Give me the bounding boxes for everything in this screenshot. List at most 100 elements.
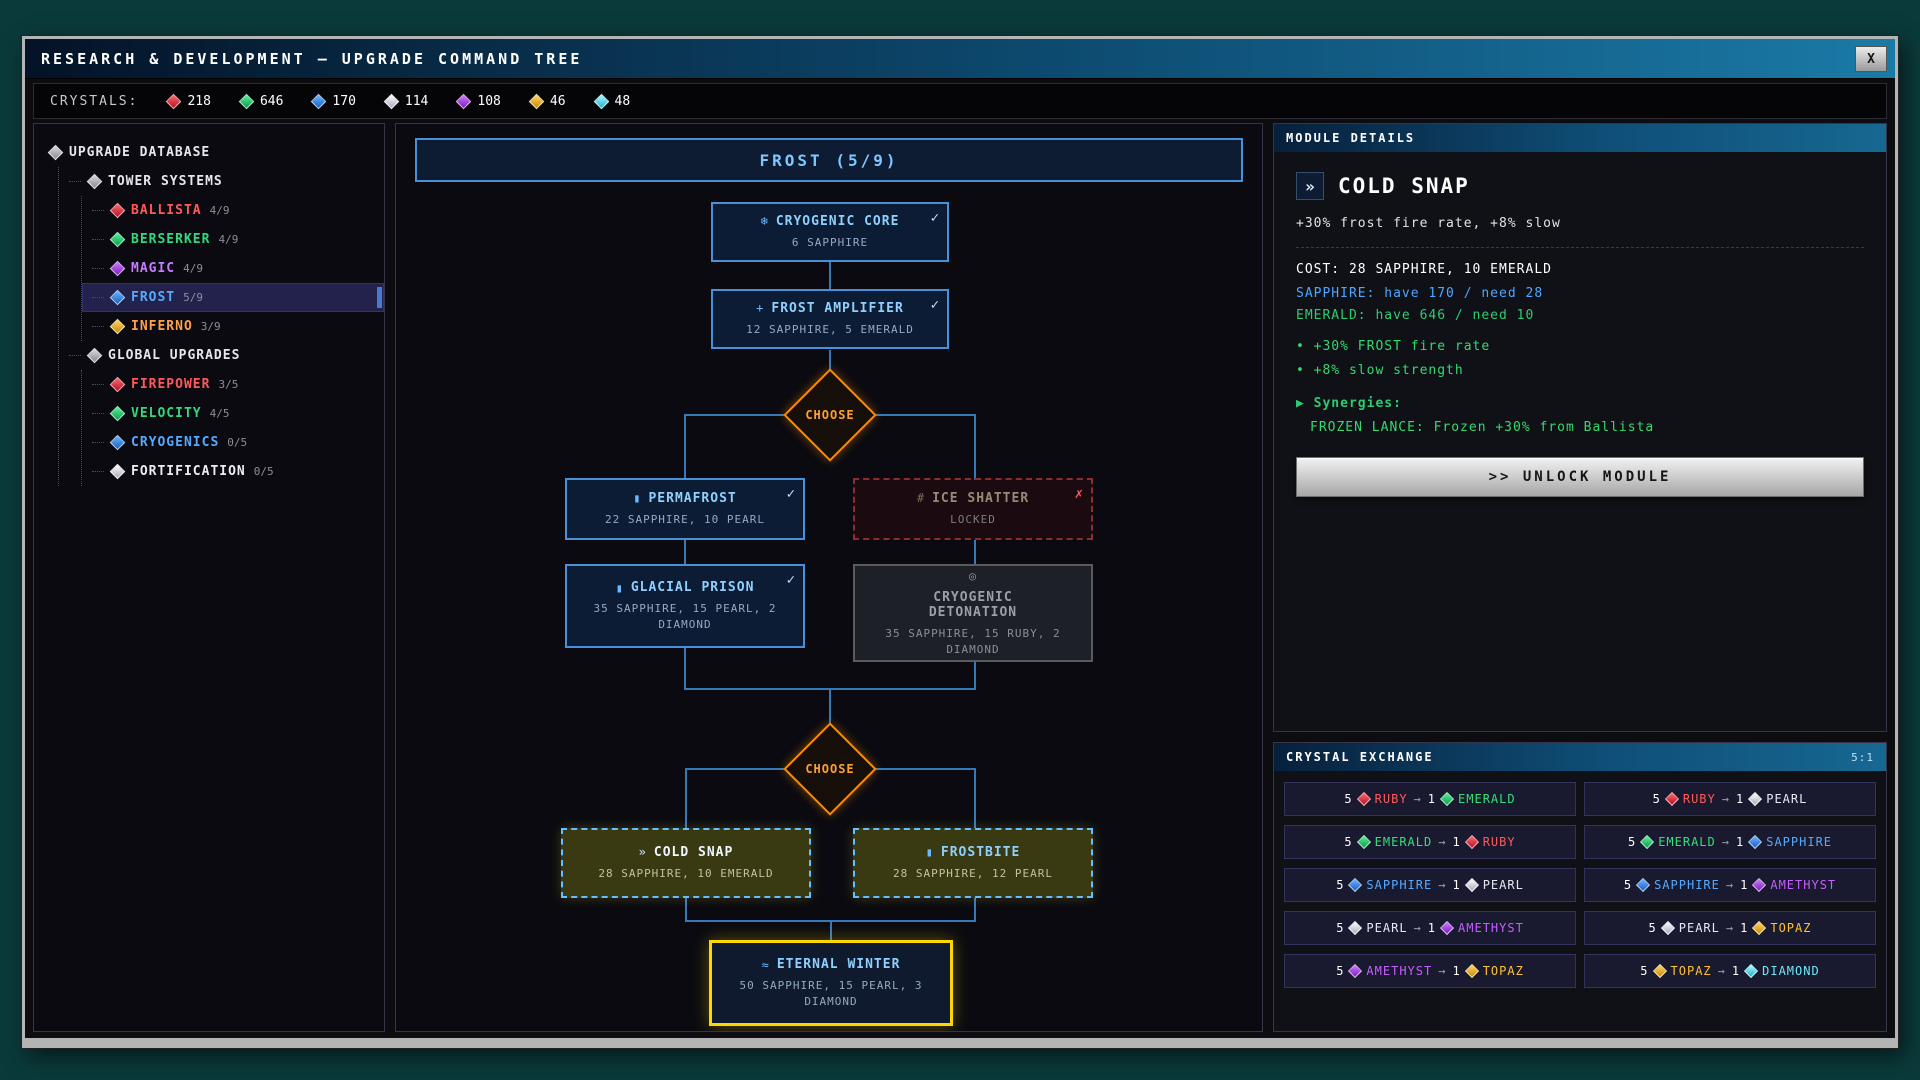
gem-icon (48, 145, 64, 161)
sidebar-item-berserker[interactable]: BERSERKER 4/9 (82, 225, 384, 254)
ruby-icon (166, 93, 182, 109)
sapphire-icon (110, 290, 126, 306)
upgrade-tree-panel: FROST (5/9) (395, 123, 1263, 1032)
node-cryogenic-detonation[interactable]: ◎ CRYOGENIC DETONATION 35 SAPPHIRE, 15 R… (853, 564, 1093, 662)
item-progress: 3/9 (201, 320, 221, 333)
from-crystal: RUBY (1375, 792, 1408, 806)
sidebar-item-fortification[interactable]: FORTIFICATION 0/5 (82, 457, 384, 486)
tree-connector (685, 898, 687, 922)
sapphire-count: 170 (332, 94, 355, 109)
emerald-have-need-line: EMERALD: have 646 / need 10 (1296, 308, 1864, 323)
item-label: CRYOGENICS (131, 435, 219, 450)
emerald-icon (110, 232, 126, 248)
node-ice-shatter[interactable]: # ICE SHATTER LOCKED ✗ (853, 478, 1093, 540)
tree-canvas: FROST (5/9) (395, 124, 1263, 1031)
from-qty: 5 (1628, 835, 1636, 849)
node-glacial-prison[interactable]: ▮ GLACIAL PRISON 35 SAPPHIRE, 15 PEARL, … (565, 564, 805, 648)
node-cost: 28 SAPPHIRE, 12 PEARL (893, 866, 1053, 881)
to-qty: 1 (1736, 792, 1744, 806)
sidebar-item-frost[interactable]: FROST 5/9 (82, 283, 384, 312)
node-permafrost[interactable]: ▮ PERMAFROST 22 SAPPHIRE, 10 PEARL ✓ (565, 478, 805, 540)
ice-block-icon: ▮ (633, 491, 641, 505)
node-cold-snap[interactable]: » COLD SNAP 28 SAPPHIRE, 10 EMERALD (561, 828, 811, 898)
exchange-offer-emerald-sapphire[interactable]: 5 EMERALD → 1 SAPPHIRE (1584, 825, 1876, 859)
gem-icon (87, 348, 103, 364)
cross-icon: ✗ (1075, 486, 1083, 502)
sidebar-item-velocity[interactable]: VELOCITY 4/5 (82, 399, 384, 428)
from-qty: 5 (1624, 878, 1632, 892)
sidebar-item-inferno[interactable]: INFERNO 3/9 (82, 312, 384, 341)
arrow-icon: → (1722, 792, 1730, 806)
pearl-icon (1348, 921, 1362, 935)
to-crystal: SAPPHIRE (1766, 835, 1832, 849)
group-label: GLOBAL UPGRADES (108, 348, 240, 363)
pearl-icon (1465, 878, 1479, 892)
node-cost: 12 SAPPHIRE, 5 EMERALD (746, 322, 914, 337)
crystals-label: CRYSTALS: (50, 94, 138, 109)
tree-connector (684, 648, 686, 690)
from-crystal: EMERALD (1658, 835, 1716, 849)
node-cost: 35 SAPPHIRE, 15 PEARL, 2 DIAMOND (590, 601, 780, 632)
node-frost-amplifier[interactable]: + FROST AMPLIFIER 12 SAPPHIRE, 5 EMERALD… (711, 289, 949, 349)
sidebar-group-tower-systems[interactable]: TOWER SYSTEMS (59, 167, 384, 196)
close-button[interactable]: X (1855, 46, 1887, 72)
pearl-count: 114 (405, 94, 428, 109)
exchange-offer-pearl-amethyst[interactable]: 5 PEARL → 1 AMETHYST (1284, 911, 1576, 945)
exchange-offer-emerald-ruby[interactable]: 5 EMERALD → 1 RUBY (1284, 825, 1576, 859)
effect-line: • +8% slow strength (1296, 363, 1864, 378)
pearl-icon (1661, 921, 1675, 935)
exchange-offer-pearl-topaz[interactable]: 5 PEARL → 1 TOPAZ (1584, 911, 1876, 945)
node-eternal-winter[interactable]: ≈ ETERNAL WINTER 50 SAPPHIRE, 15 PEARL, … (709, 940, 953, 1026)
arrow-icon: → (1438, 878, 1446, 892)
unlock-module-button[interactable]: >> UNLOCK MODULE (1296, 457, 1864, 497)
title-bar: RESEARCH & DEVELOPMENT — UPGRADE COMMAND… (25, 39, 1895, 79)
sidebar-group-global-upgrades[interactable]: GLOBAL UPGRADES (59, 341, 384, 370)
sidebar-root-upgrade-database[interactable]: UPGRADE DATABASE (40, 138, 384, 167)
node-title: CRYOGENIC CORE (776, 214, 900, 229)
emerald-icon (110, 406, 126, 422)
from-crystal: EMERALD (1375, 835, 1433, 849)
sidebar-item-firepower[interactable]: FIREPOWER 3/5 (82, 370, 384, 399)
item-progress: 4/9 (210, 204, 230, 217)
sidebar-item-ballista[interactable]: BALLISTA 4/9 (82, 196, 384, 225)
arrow-icon: → (1414, 792, 1422, 806)
exchange-offer-ruby-emerald[interactable]: 5 RUBY → 1 EMERALD (1284, 782, 1576, 816)
node-cryogenic-core[interactable]: ❄ CRYOGENIC CORE 6 SAPPHIRE ✓ (711, 202, 949, 262)
exchange-offer-ruby-pearl[interactable]: 5 RUBY → 1 PEARL (1584, 782, 1876, 816)
item-progress: 5/9 (183, 291, 203, 304)
arrow-icon: → (1414, 921, 1422, 935)
node-title: PERMAFROST (648, 491, 736, 506)
tree-connector (974, 662, 976, 690)
waves-icon: ≈ (762, 958, 770, 972)
gem-icon (87, 174, 103, 190)
right-column: MODULE DETAILS » COLD SNAP +30% frost fi… (1273, 123, 1887, 1032)
tree-connector (684, 540, 686, 566)
snowflake-icon: ❄ (761, 214, 769, 228)
amethyst-icon (456, 93, 472, 109)
ruby-icon (1665, 792, 1679, 806)
crystal-exchange-panel: CRYSTAL EXCHANGE 5:1 5 RUBY → 1 EMERALD (1273, 742, 1887, 1032)
node-title: FROSTBITE (941, 845, 1020, 860)
item-label: FIREPOWER (131, 377, 210, 392)
emerald-icon (1357, 835, 1371, 849)
to-crystal: TOPAZ (1770, 921, 1811, 935)
exchange-offer-amethyst-topaz[interactable]: 5 AMETHYST → 1 TOPAZ (1284, 954, 1576, 988)
sidebar-item-cryogenics[interactable]: CRYOGENICS 0/5 (82, 428, 384, 457)
amethyst-icon (1440, 921, 1454, 935)
ice-block-icon: ▮ (616, 581, 624, 595)
sidebar-item-magic[interactable]: MAGIC 4/9 (82, 254, 384, 283)
check-icon: ✓ (787, 486, 795, 502)
node-title: FROST AMPLIFIER (771, 301, 903, 316)
to-crystal: AMETHYST (1770, 878, 1836, 892)
module-cost-line: COST: 28 SAPPHIRE, 10 EMERALD (1296, 262, 1864, 277)
exchange-offer-sapphire-amethyst[interactable]: 5 SAPPHIRE → 1 AMETHYST (1584, 868, 1876, 902)
exchange-offer-sapphire-pearl[interactable]: 5 SAPPHIRE → 1 PEARL (1284, 868, 1576, 902)
arrow-icon: → (1722, 835, 1730, 849)
exchange-offer-topaz-diamond[interactable]: 5 TOPAZ → 1 DIAMOND (1584, 954, 1876, 988)
to-crystal: RUBY (1483, 835, 1516, 849)
to-crystal: TOPAZ (1483, 964, 1524, 978)
tree-title: FROST (5/9) (415, 138, 1243, 182)
node-frostbite[interactable]: ▮ FROSTBITE 28 SAPPHIRE, 12 PEARL (853, 828, 1093, 898)
tree-connector (974, 898, 976, 922)
exchange-grid: 5 RUBY → 1 EMERALD 5 RUBY → 1 (1274, 771, 1886, 999)
